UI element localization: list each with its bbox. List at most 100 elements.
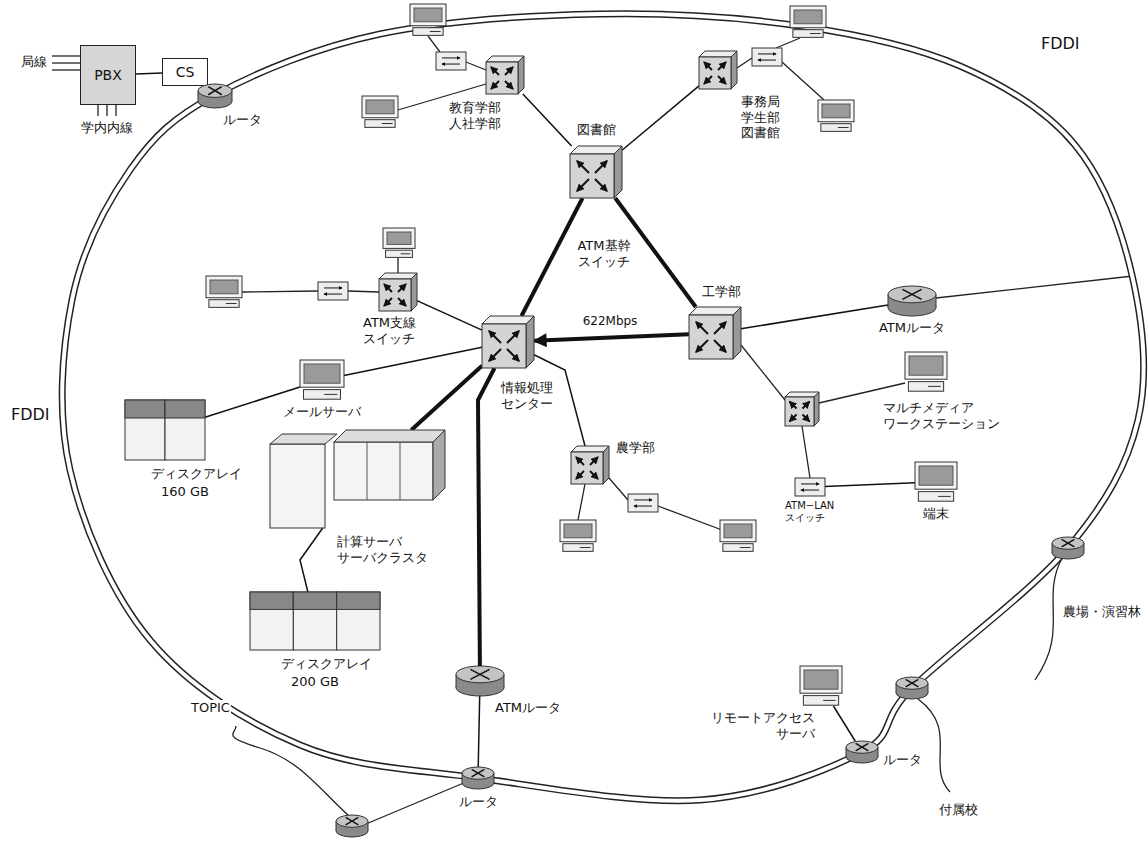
node-label: ATMルータ [878,320,946,336]
link-label: 622Mbps [582,314,639,328]
router-icon [896,677,928,699]
cable-line [609,478,628,500]
router-node: ATMルータ [888,286,936,316]
router-node: ATMルータ [456,666,504,696]
disk-icon [125,400,205,460]
router-node: ルータ [462,767,494,789]
cable-line [658,506,722,530]
network-link [478,696,479,767]
cable-line [97,105,98,116]
cable-line [802,426,810,478]
equipment-box: PBX [80,45,136,105]
router-icon [846,741,878,763]
cable-line [741,345,785,400]
network-link [417,301,482,331]
switch-icon [699,51,737,89]
network-link [136,73,162,74]
pc-node: 端末 [915,462,957,502]
node-label: 教育学部 人社学部 [448,100,502,131]
fddi-ring [62,14,1143,801]
switch-icon [482,316,534,368]
pc-icon [206,276,242,307]
node-label: 200 GB [290,674,340,690]
cable-line [737,58,752,68]
router-icon [888,286,936,316]
lan-icon [318,282,348,300]
network-link [741,305,888,329]
pc-icon [915,462,957,502]
network-link [833,706,855,741]
cable-line [428,36,440,52]
router-icon [456,666,504,696]
network-link [521,198,582,316]
pc-icon [362,96,398,127]
network-link [523,94,572,146]
switch-node: 情報処理 センター [482,316,534,368]
cable-line [782,62,824,100]
cable-line [936,276,1133,298]
annotation-label: 付属校 [938,802,979,818]
node-label: 農学部 [615,440,656,456]
router-icon [336,815,368,837]
node-label: ATM基幹 スイッチ [576,238,631,269]
switch-node: 工学部 [689,307,741,359]
node-label: マルチメディア ワークステーション [882,400,1001,431]
switch-node: 事務局 学生部 図書館 [699,51,737,89]
switch-node: 図書館ATM基幹 スイッチ [570,146,622,198]
node-label: ATM−LAN スイッチ [784,500,835,524]
pc-icon [383,228,415,257]
router-node: ルータ [198,84,232,108]
external-link [918,699,950,792]
equipment-box: CS [162,58,208,86]
switch-node: ATM支線 スイッチ [379,273,417,311]
network-link [344,347,482,375]
annotation-label: 学内内線 [80,120,134,136]
pc-icon [560,520,596,551]
node-label: 事務局 学生部 図書館 [740,94,781,141]
cable-line [366,782,466,824]
router-node: ルータ [846,741,878,763]
network-link [622,86,699,150]
cable-line [776,38,800,48]
lan-icon [795,478,825,496]
node-label: 160 GB [160,484,210,500]
disk-node: ディスクアレイ160 GB [125,400,205,460]
annotation-label: FDDI [1040,34,1081,53]
node-label: リモートアクセス サーバ [710,710,816,741]
switch-icon [571,446,609,484]
pc-icon [790,6,826,37]
lan-icon [436,52,466,70]
router-icon [462,767,494,789]
network-link [478,368,495,666]
pc-node: メールサーバ [300,360,344,400]
network-link [300,528,323,592]
cable-line [106,105,107,116]
lan-icon [628,494,658,512]
cable-line [52,69,80,70]
network-link [825,483,915,487]
node-label: ATM支線 スイッチ [362,315,417,346]
node-label: 情報処理 センター [500,380,554,411]
cable-line [348,291,379,292]
pc-icon [905,352,947,392]
cable-line [578,484,585,520]
cable-line [52,62,80,63]
node-label: ディスクアレイ [280,656,373,672]
cable-line [466,62,486,70]
switch-node: 農学部 [571,446,609,484]
cable-line [242,291,318,292]
pc-icon [720,520,756,551]
annotation-label: 農場・演習林 [1062,604,1142,620]
pc-icon [800,666,842,706]
router-icon [1052,537,1084,559]
node-label: ディスクアレイ [150,466,243,482]
node-label: CS [175,64,196,81]
annotation-label: FDDI [10,405,51,424]
pc-icon [818,100,854,131]
annotation-label: 局線 [20,54,48,70]
node-label: ATMルータ [494,700,562,716]
node-label: 計算サーバ サーバクラスタ [336,534,429,565]
node-label: 工学部 [701,284,742,300]
switch-icon [570,146,622,198]
